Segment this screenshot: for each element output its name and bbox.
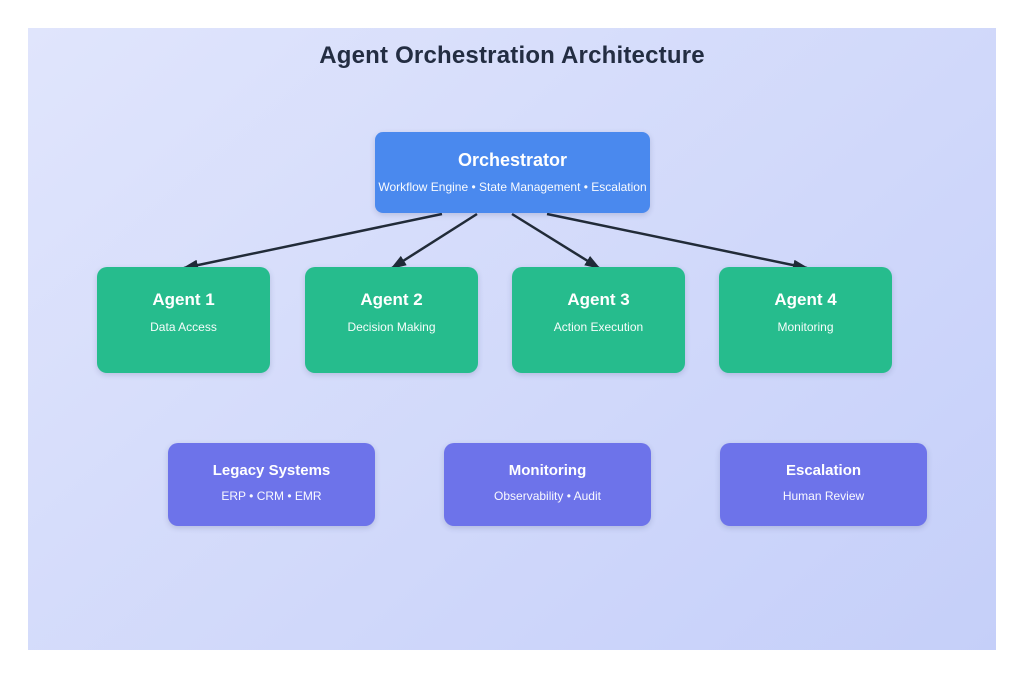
orchestrator-title: Orchestrator bbox=[457, 150, 568, 170]
monitoring-subtitle: Observability • Audit bbox=[494, 489, 601, 503]
arrow-orchestrator-to-agent-3 bbox=[511, 212, 601, 270]
escalation-node: Escalation Human Review bbox=[720, 443, 927, 526]
agent-1-title: Agent 1 bbox=[152, 290, 215, 309]
legacy-systems-title: Legacy Systems bbox=[212, 462, 331, 479]
monitoring-node: Monitoring Observability • Audit bbox=[444, 443, 651, 526]
diagram-title: Agent Orchestration Architecture bbox=[319, 42, 705, 69]
agent-4-title: Agent 4 bbox=[774, 290, 837, 309]
agent-3-title: Agent 3 bbox=[567, 290, 630, 309]
monitoring-title: Monitoring bbox=[508, 462, 587, 479]
orchestrator-subtitle: Workflow Engine • State Management • Esc… bbox=[378, 180, 647, 194]
orchestrator-node: Orchestrator Workflow Engine • State Man… bbox=[375, 132, 650, 213]
agent-4-node: Agent 4 Monitoring bbox=[719, 267, 892, 373]
legacy-systems-subtitle: ERP • CRM • EMR bbox=[221, 489, 322, 503]
diagram-panel: Agent Orchestration Architecture Orchest… bbox=[28, 28, 996, 650]
agent-2-node: Agent 2 Decision Making bbox=[305, 267, 478, 373]
escalation-subtitle: Human Review bbox=[782, 489, 865, 503]
escalation-title: Escalation bbox=[785, 462, 862, 479]
arrow-orchestrator-to-agent-2 bbox=[390, 212, 478, 270]
agent-2-subtitle: Decision Making bbox=[347, 320, 436, 334]
arrow-orchestrator-to-agent-4 bbox=[546, 212, 809, 271]
agent-4-subtitle: Monitoring bbox=[777, 320, 834, 334]
agent-3-node: Agent 3 Action Execution bbox=[512, 267, 685, 373]
agent-1-subtitle: Data Access bbox=[150, 320, 217, 334]
legacy-systems-node: Legacy Systems ERP • CRM • EMR bbox=[168, 443, 375, 526]
agent-3-subtitle: Action Execution bbox=[553, 320, 644, 334]
arrow-orchestrator-to-agent-1 bbox=[182, 212, 443, 271]
agent-1-node: Agent 1 Data Access bbox=[97, 267, 270, 373]
orchestrator-to-agents-arrows bbox=[182, 212, 809, 271]
agent-2-title: Agent 2 bbox=[360, 290, 423, 309]
